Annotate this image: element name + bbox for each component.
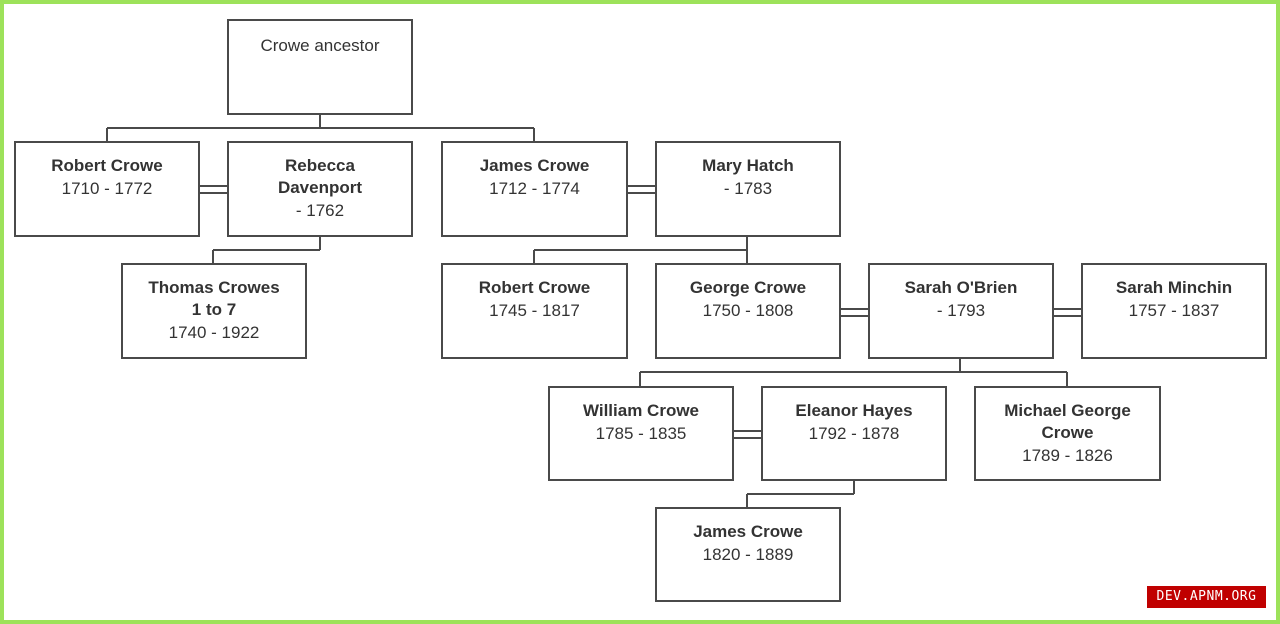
person-dates: 1712 - 1774 — [489, 179, 580, 198]
person-name: William Crowe — [582, 401, 700, 420]
person-box-robert-crowe-1710[interactable]: Robert Crowe 1710 - 1772 — [14, 141, 200, 237]
person-name: Eleanor Hayes — [795, 401, 913, 420]
person-name: James Crowe — [693, 522, 803, 541]
person-box-sarah-obrien[interactable]: Sarah O'Brien - 1793 — [868, 263, 1054, 359]
person-box-crowe-ancestor[interactable]: Crowe ancestor — [227, 19, 413, 115]
person-box-george-crowe[interactable]: George Crowe 1750 - 1808 — [655, 263, 841, 359]
person-name: Mary Hatch — [702, 156, 794, 175]
person-box-eleanor-hayes[interactable]: Eleanor Hayes 1792 - 1878 — [761, 386, 947, 481]
person-dates: - 1793 — [936, 301, 986, 320]
person-name: George Crowe — [689, 278, 807, 297]
person-dates: 1710 - 1772 — [61, 179, 153, 198]
person-name: Rebecca Davenport — [277, 156, 363, 197]
person-name: Crowe ancestor — [260, 36, 380, 55]
person-name: Sarah Minchin — [1115, 278, 1233, 297]
person-name: Robert Crowe — [51, 156, 163, 175]
person-box-rebecca-davenport[interactable]: Rebecca Davenport - 1762 — [227, 141, 413, 237]
person-dates: 1757 - 1837 — [1128, 301, 1220, 320]
person-box-michael-george-crowe[interactable]: Michael George Crowe 1789 - 1826 — [974, 386, 1161, 481]
person-box-mary-hatch[interactable]: Mary Hatch - 1783 — [655, 141, 841, 237]
person-name: Thomas Crowes 1 to 7 — [148, 278, 280, 319]
person-dates: 1740 - 1922 — [168, 323, 260, 342]
person-box-william-crowe[interactable]: William Crowe 1785 - 1835 — [548, 386, 734, 481]
person-dates: 1785 - 1835 — [595, 424, 687, 443]
person-name: James Crowe — [479, 156, 590, 175]
person-dates: 1750 - 1808 — [702, 301, 794, 320]
watermark-badge: DEV.APNM.ORG — [1147, 586, 1266, 608]
person-dates: 1820 - 1889 — [702, 545, 794, 564]
person-name: Robert Crowe — [478, 278, 591, 297]
person-box-james-crowe-1820[interactable]: James Crowe 1820 - 1889 — [655, 507, 841, 602]
person-dates: - 1762 — [295, 201, 345, 220]
person-dates: 1792 - 1878 — [808, 424, 900, 443]
person-box-james-crowe-1712[interactable]: James Crowe 1712 - 1774 — [441, 141, 628, 237]
person-name: Sarah O'Brien — [904, 278, 1018, 297]
person-dates: 1789 - 1826 — [1022, 446, 1113, 465]
person-dates: - 1783 — [723, 179, 773, 198]
person-box-sarah-minchin[interactable]: Sarah Minchin 1757 - 1837 — [1081, 263, 1267, 359]
person-dates: 1745 - 1817 — [489, 301, 580, 320]
person-name: Michael George Crowe — [1004, 401, 1131, 442]
person-box-thomas-crowes[interactable]: Thomas Crowes 1 to 7 1740 - 1922 — [121, 263, 307, 359]
person-box-robert-crowe-1745[interactable]: Robert Crowe 1745 - 1817 — [441, 263, 628, 359]
